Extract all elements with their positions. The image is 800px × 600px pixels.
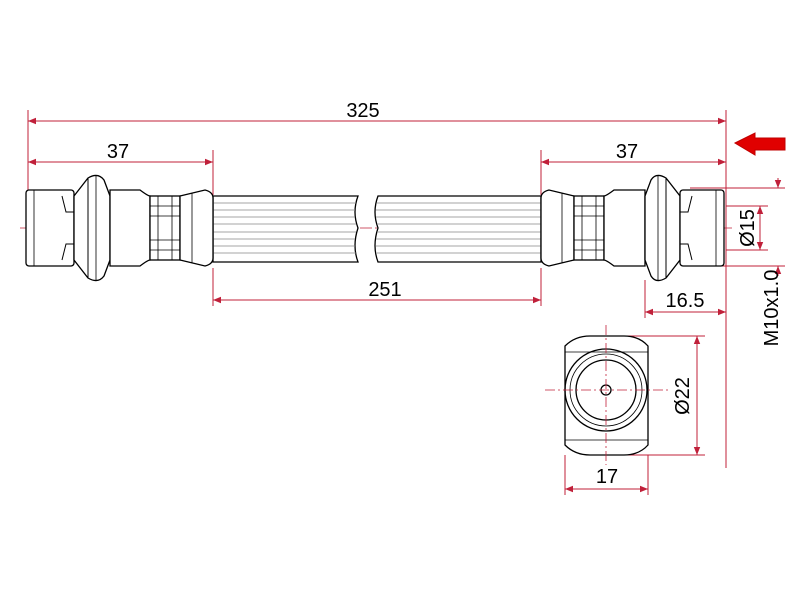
label-nut-diameter: Ø22 [672,377,694,415]
left-arrow-icon [733,132,786,156]
left-fitting [25,174,214,282]
dimension-lines [28,117,782,493]
label-left-fitting-length: 37 [107,141,129,163]
right-fitting [540,174,725,282]
label-fitting-diameter: Ø15 [737,209,759,247]
hose-body [212,195,542,263]
label-nut-width: 17 [596,466,618,488]
nut-end-view [545,325,668,465]
label-thread: M10x1.0 [761,270,783,347]
label-total-length: 325 [346,100,379,122]
label-hose-length: 251 [368,279,401,301]
label-thread-depth: 16.5 [666,290,705,312]
label-right-fitting-length: 37 [616,141,638,163]
